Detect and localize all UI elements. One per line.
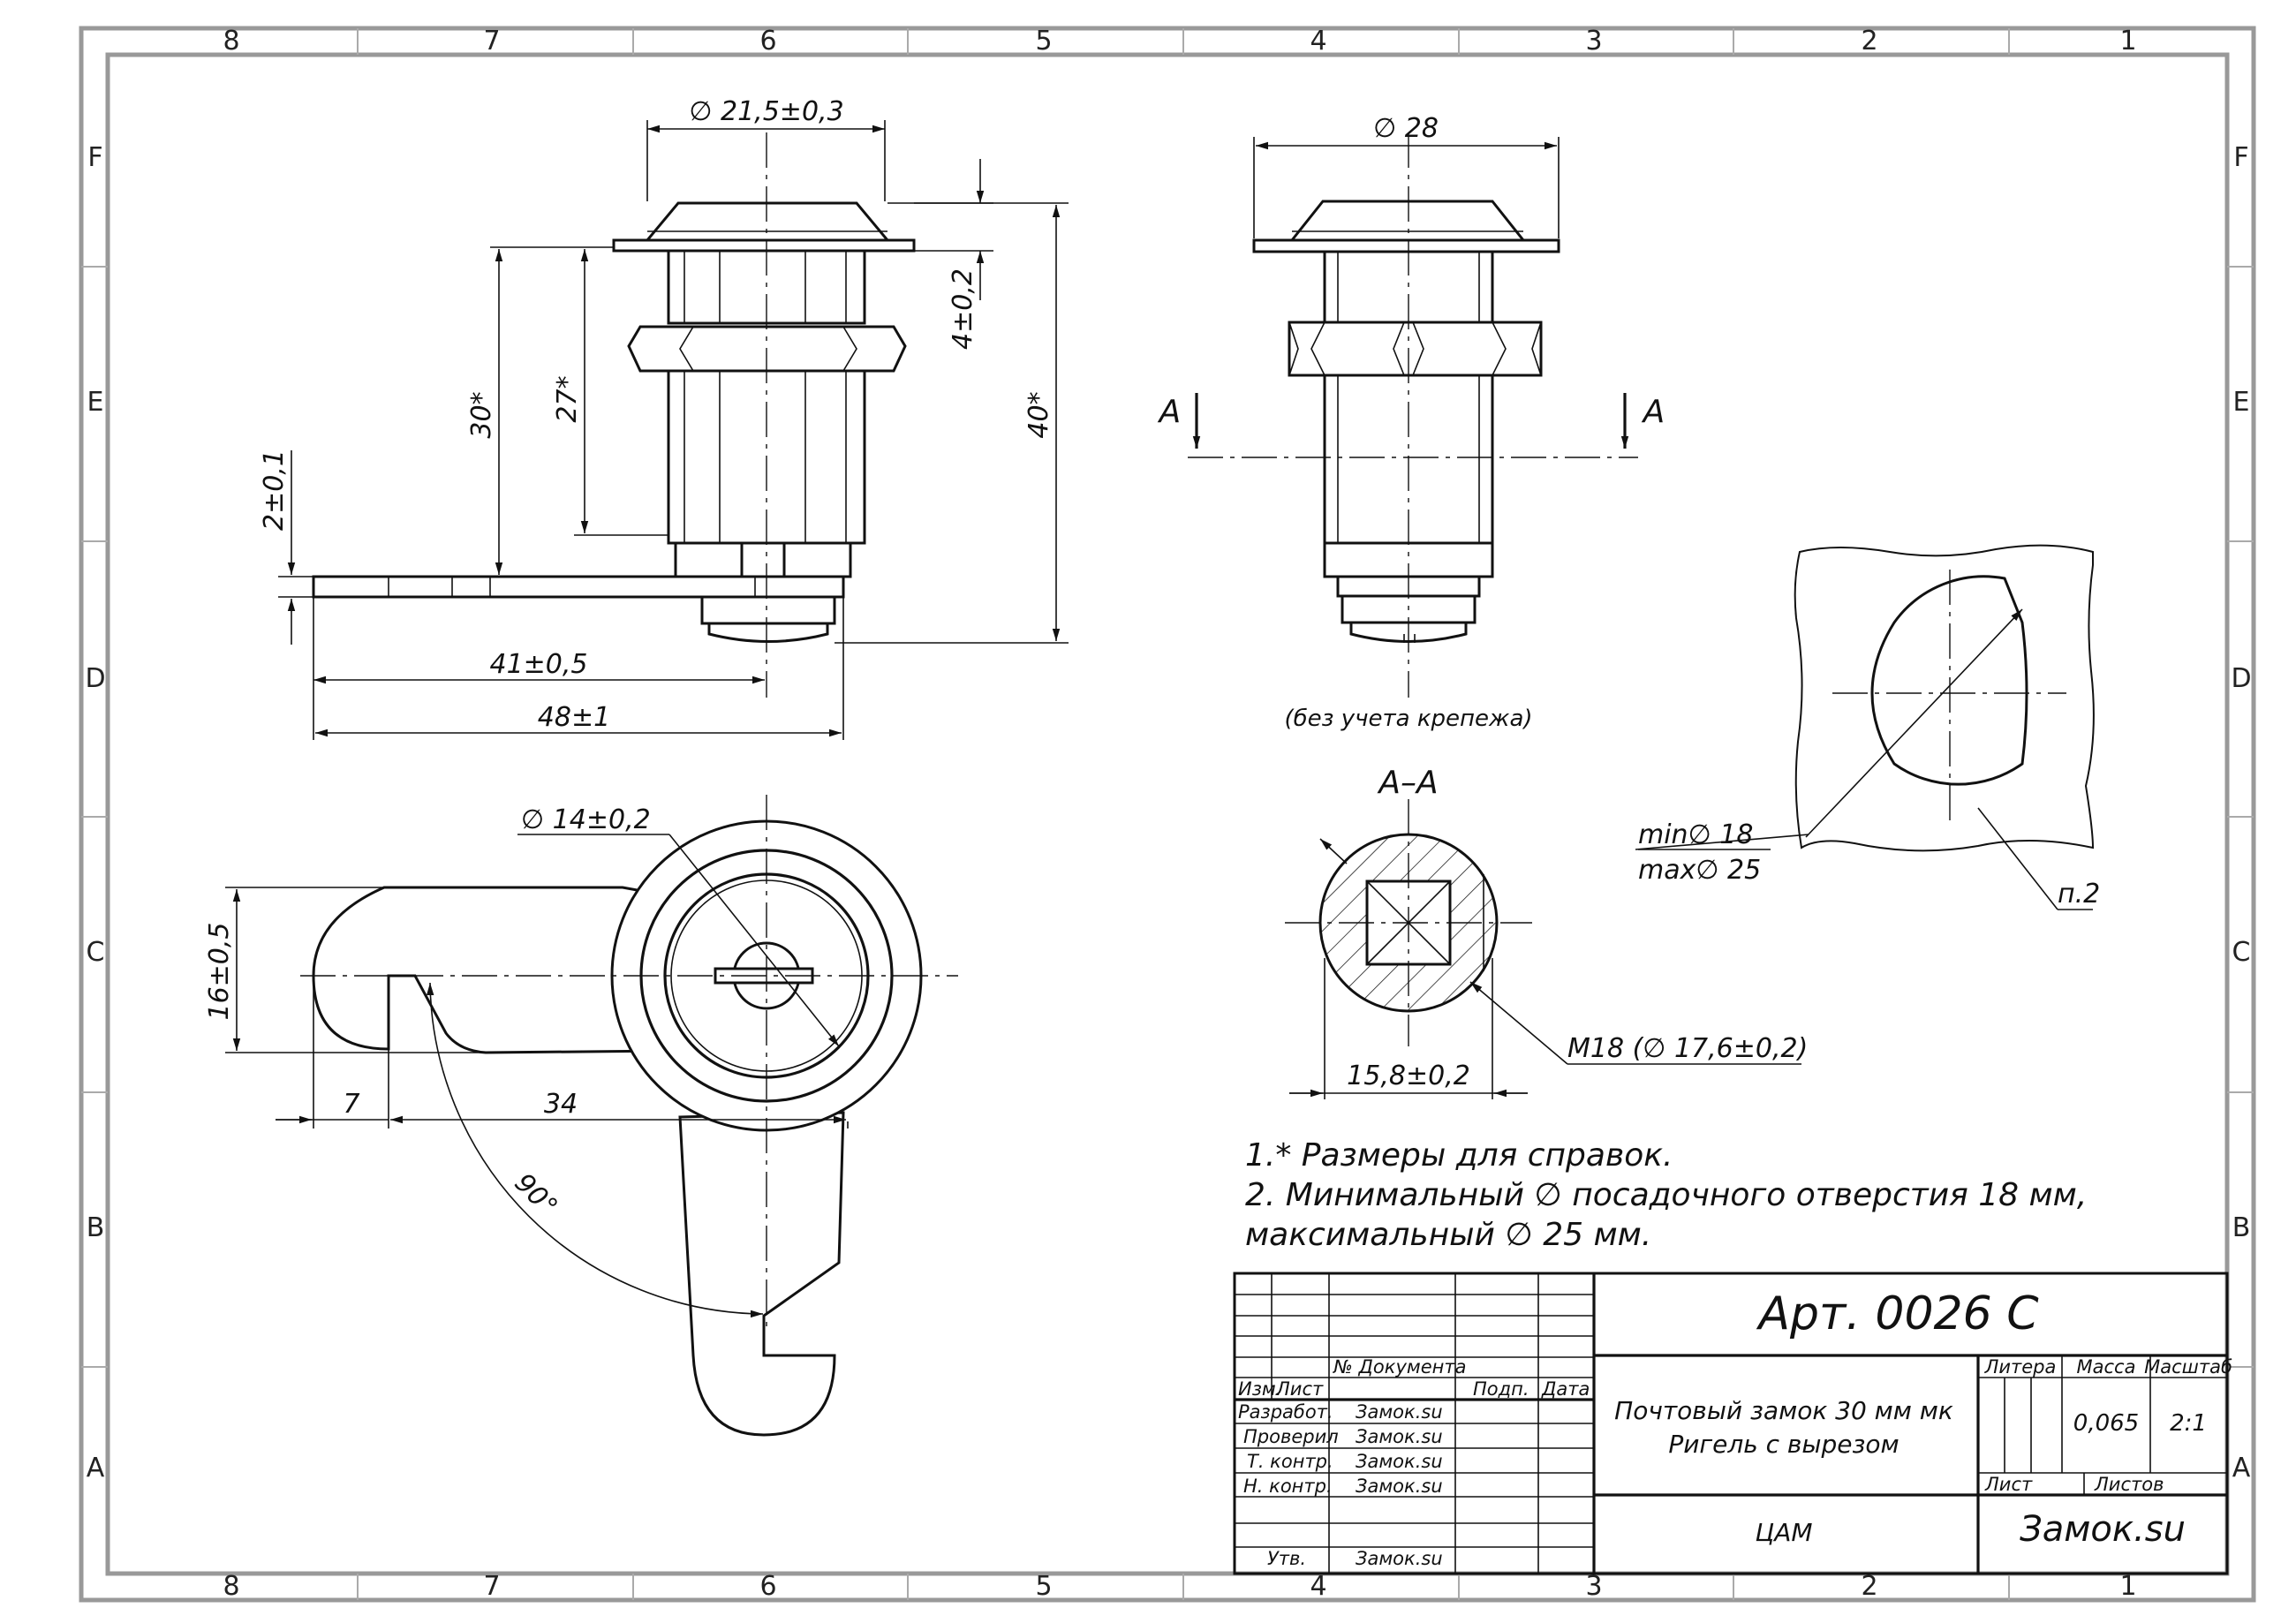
zone-col-7-top: 7	[483, 26, 500, 57]
zone-col-8-bottom: 8	[223, 1571, 239, 1602]
section-mark-left: A	[1158, 394, 1182, 430]
mass-value: 0,065	[2073, 1410, 2139, 1437]
dim-flange-height: 4±0,2	[948, 268, 978, 350]
dim-side-diameter: ∅ 28	[1373, 113, 1439, 144]
name-approved: Замок.su	[1356, 1548, 1443, 1569]
dim-head-diameter: ∅ 21,5±0,3	[689, 96, 843, 127]
dim-min-hole: min∅ 18	[1638, 819, 1753, 850]
litera-header: Литера	[1984, 1356, 2057, 1378]
zone-labels-top: 8 7 6 5 4 3 2 1	[223, 26, 2136, 57]
dim-lever-41: 41±0,5	[489, 649, 587, 680]
zone-col-4-top: 4	[1310, 26, 1326, 57]
without-fastener-note: (без учета крепежа)	[1284, 706, 1532, 732]
scale-header: Масштаб	[2144, 1356, 2232, 1378]
zone-row-F-right: F	[2233, 142, 2248, 173]
zone-row-B-right: B	[2232, 1212, 2251, 1243]
article-number: Арт. 0026 С	[1756, 1287, 2039, 1340]
side-view: A A ∅ 28 (без учета крепежа)	[1158, 113, 1665, 732]
dim-body-27: 27*	[552, 375, 583, 422]
dim-length-34: 34	[544, 1089, 578, 1120]
zone-col-5-bottom: 5	[1035, 1571, 1052, 1602]
dim-max-hole: max∅ 25	[1638, 855, 1761, 886]
zone-col-2-bottom: 2	[1861, 1571, 1877, 1602]
section-a-a: A–A M18 (∅ 17,6±0,2) 15,8±0,2	[1285, 765, 1808, 1099]
role-norm-control: Н. контр.	[1243, 1476, 1333, 1497]
zone-row-E-right: E	[2233, 387, 2250, 418]
col-signature: Подп.	[1473, 1378, 1529, 1400]
technical-notes: 1.* Размеры для справок. 2. Минимальный …	[1245, 1137, 2087, 1253]
zone-row-A-left: A	[87, 1453, 105, 1483]
title-block: № Документа Изм. Лист Подп. Дата Разрабо…	[1233, 1272, 2232, 1575]
dim-lever-thickness: 2±0,1	[259, 449, 290, 531]
role-checker: Проверил	[1243, 1426, 1339, 1447]
zone-col-5-top: 5	[1035, 26, 1052, 57]
col-izm: Изм.	[1238, 1378, 1281, 1400]
zone-col-1-top: 1	[2119, 26, 2136, 57]
dim-offset-7: 7	[343, 1089, 359, 1120]
name-tech-control: Замок.su	[1356, 1451, 1443, 1472]
item-2-label: п.2	[2058, 879, 2100, 910]
zone-labels-right: F E D C B A	[2231, 142, 2251, 1483]
zone-row-C-left: C	[87, 937, 105, 968]
dim-rotation-angle: 90°	[509, 1167, 563, 1222]
zone-row-C-right: C	[2232, 937, 2251, 968]
zone-col-3-bottom: 3	[1585, 1571, 1602, 1602]
product-name-line2: Ригель с вырезом	[1668, 1430, 1899, 1459]
role-approved: Утв.	[1267, 1548, 1306, 1569]
note-1: 1.* Размеры для справок.	[1245, 1137, 1673, 1174]
zone-row-F-left: F	[87, 142, 102, 173]
dim-lever-48: 48±1	[538, 702, 610, 733]
zone-col-8-top: 8	[223, 26, 239, 57]
dim-cylinder-diameter: ∅ 14±0,2	[521, 804, 651, 835]
zone-col-1-bottom: 1	[2119, 1571, 2136, 1602]
sheet-frame	[79, 26, 2256, 1603]
front-view: ∅ 21,5±0,3 4±0,2 30* 27* 40* 2±0,1 41±0,…	[259, 96, 1069, 740]
zone-row-E-left: E	[87, 387, 104, 418]
zone-labels-left: F E D C B A	[85, 142, 105, 1483]
dim-body-30: 30*	[466, 391, 497, 438]
zone-col-7-bottom: 7	[483, 1571, 500, 1602]
zone-col-2-top: 2	[1861, 26, 1877, 57]
panel-hole-detail: min∅ 18 max∅ 25 п.2	[1635, 544, 2100, 910]
col-document: № Документа	[1333, 1356, 1466, 1378]
zone-row-D-left: D	[85, 663, 105, 694]
zone-col-3-top: 3	[1585, 26, 1602, 57]
zone-col-6-bottom: 6	[759, 1571, 776, 1602]
sheet-label: Лист	[1984, 1474, 2033, 1495]
role-developer: Разработ.	[1238, 1401, 1333, 1423]
section-mark-right: A	[1642, 394, 1665, 430]
sheets-label: Листов	[2094, 1474, 2164, 1495]
name-developer: Замок.su	[1356, 1401, 1443, 1423]
col-list: Лист	[1275, 1378, 1324, 1400]
company-name: Замок.su	[2020, 1509, 2186, 1550]
zone-col-4-bottom: 4	[1310, 1571, 1326, 1602]
scale-value: 2:1	[2170, 1410, 2207, 1437]
zone-row-B-left: B	[87, 1212, 105, 1243]
col-date: Дата	[1541, 1378, 1590, 1400]
organization: ЦАМ	[1755, 1518, 1812, 1547]
role-tech-control: Т. контр.	[1247, 1451, 1333, 1472]
product-name-line1: Почтовый замок 30 мм мк	[1614, 1396, 1953, 1425]
dim-flat-width: 15,8±0,2	[1347, 1061, 1470, 1091]
zone-row-A-right: A	[2232, 1453, 2251, 1483]
dim-total-40: 40*	[1023, 391, 1054, 438]
top-view: 90° ∅ 14±0,2 16±0,5 7 34	[204, 795, 958, 1437]
note-3: максимальный ∅ 25 мм.	[1245, 1217, 1651, 1253]
name-norm-control: Замок.su	[1356, 1476, 1443, 1497]
section-title: A–A	[1377, 765, 1438, 801]
zone-col-6-top: 6	[759, 26, 776, 57]
note-2: 2. Минимальный ∅ посадочного отверстия 1…	[1245, 1177, 2087, 1213]
zone-labels-bottom: 8 7 6 5 4 3 2 1	[223, 1571, 2136, 1602]
mass-header: Масса	[2077, 1356, 2136, 1378]
dim-lever-width: 16±0,5	[204, 922, 235, 1020]
dim-thread: M18 (∅ 17,6±0,2)	[1567, 1033, 1808, 1064]
name-checker: Замок.su	[1356, 1426, 1443, 1447]
zone-row-D-right: D	[2231, 663, 2251, 694]
